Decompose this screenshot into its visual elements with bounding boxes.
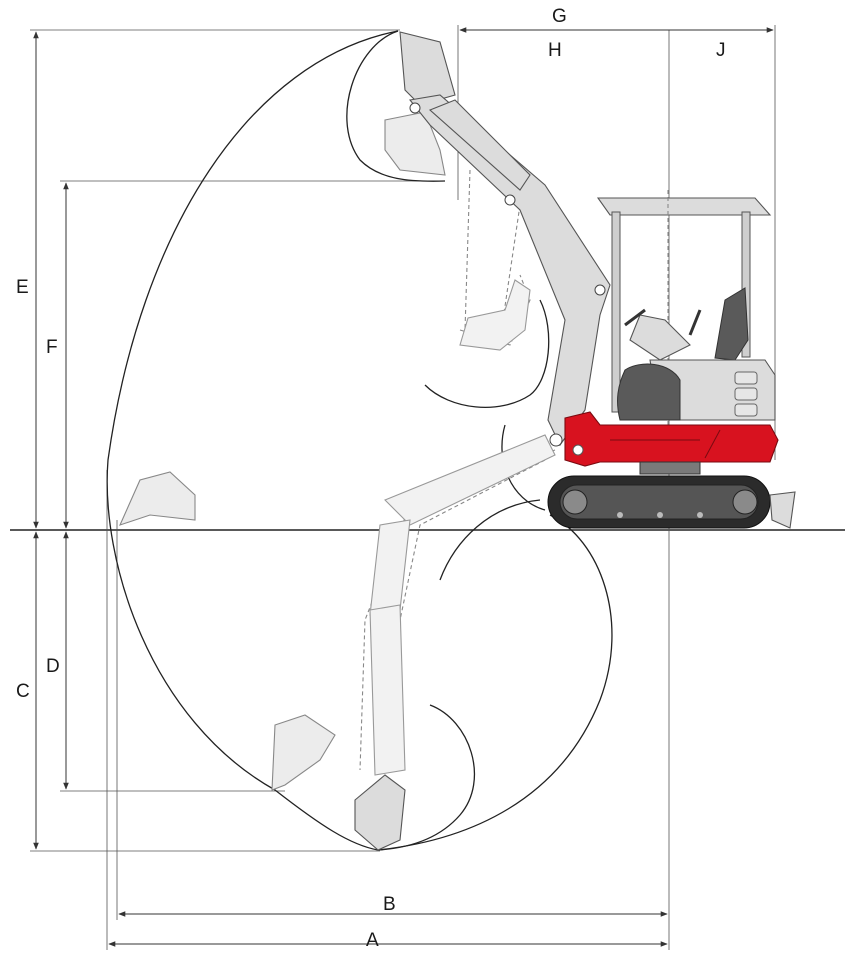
label-a: A [366, 930, 379, 951]
undercarriage [547, 461, 796, 529]
label-b: B [383, 894, 396, 915]
engine-cover [617, 359, 776, 421]
bucket-top [384, 31, 456, 176]
dimension-lines [33, 27, 774, 947]
bucket-bottom-left [271, 714, 336, 791]
bucket-left [118, 471, 196, 526]
ghost-arm-upper [459, 169, 531, 351]
ghost-arm-lower [359, 434, 556, 776]
label-g: G [552, 6, 567, 27]
bucket-bottom [354, 774, 406, 851]
label-d: D [46, 656, 60, 677]
label-j: J [716, 40, 726, 61]
label-h: H [548, 40, 562, 61]
label-f: F [46, 337, 58, 358]
label-e: E [16, 277, 29, 298]
operator-seat [624, 287, 749, 361]
label-c: C [16, 681, 30, 702]
upper-body-red [564, 411, 779, 467]
